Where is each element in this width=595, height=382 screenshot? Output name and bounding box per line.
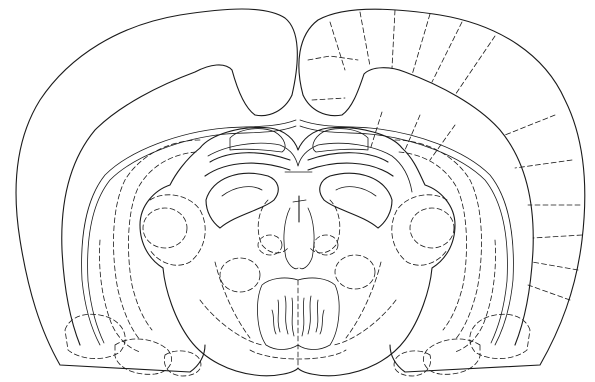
brain-section-drawing [0,0,595,382]
brain-section-figure [0,0,595,382]
